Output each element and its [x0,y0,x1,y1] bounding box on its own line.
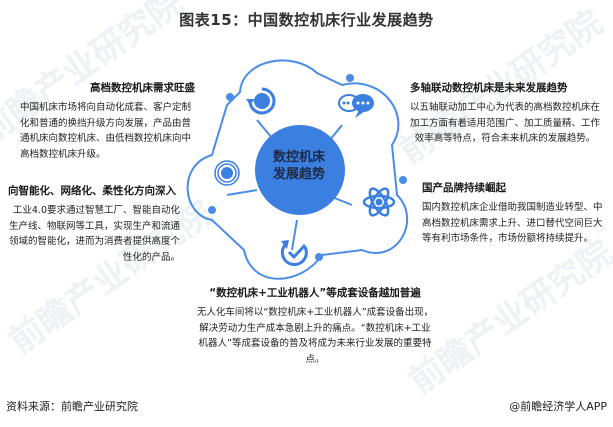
trend-heading: 多轴联动数控机床是未来发展趋势 [410,82,568,94]
trend-heading: “数控机床+工业机器人”等成套设备越加普遍 [209,287,421,299]
target-icon [214,160,240,186]
credit-note: @前瞻经济学人APP [509,400,607,413]
trend-block-multi-axis: 多轴联动数控机床是未来发展趋势 以五轴联动加工中心为代表的高档数控机床在加工方面… [410,80,600,147]
trend-diagram: 数控机床 发展趋势 [182,45,422,290]
hub-line-1: 数控机床 [272,149,325,165]
refresh-circle-icon [246,87,276,115]
page-title: 图表15：中国数控机床行业发展趋势 [179,11,434,29]
source-note: 资料来源：前瞻产业研究院 [6,400,138,413]
trend-heading: 国产品牌持续崛起 [422,182,506,194]
atom-icon [362,187,396,217]
hub-label: 数控机床 发展趋势 [179,43,419,288]
trend-block-intelligent: 向智能化、网络化、柔性化方向深入 工业4.0要求通过智慧工厂、智能自动化生产线、… [8,183,180,265]
hub-line-2: 发展趋势 [272,166,325,182]
chat-bubbles-icon [338,94,374,118]
flower-outline [186,59,408,280]
trend-body: 工业4.0要求通过智慧工厂、智能自动化生产线、物联网等工具，实现生产和流通领域的… [8,205,180,263]
trend-block-high-end-demand: 高档数控机床需求旺盛 中国机床市场将向自动化成套、客户定制化和普通的换挡升级方向… [20,80,195,162]
trend-body: 中国机床市场将向自动化成套、客户定制化和普通的换挡升级方向发展，产品由普通机床向… [20,102,192,160]
trend-body: 以五轴联动加工中心为代表的高档数控机床在加工方面有着适用范围广、加工质量精、工作… [410,102,601,144]
trend-body: 无人化车间将以“数控机床+工业机器人”成套设备出现，解决劳动力生产成本急剧上升的… [196,307,434,365]
trend-heading: 高档数控机床需求旺盛 [90,82,195,94]
trend-block-robot-sets: “数控机床+工业机器人”等成套设备越加普遍 无人化车间将以“数控机床+工业机器人… [196,285,434,367]
trend-block-domestic-brands: 国产品牌持续崛起 国内数控机床企业借助我国制造业转型、中高档数控机床需求上升、进… [422,180,604,247]
trend-heading: 向智能化、网络化、柔性化方向深入 [8,185,176,197]
trend-body: 国内数控机床企业借助我国制造业转型、中高档数控机床需求上升、进口替代空间巨大等有… [422,202,603,244]
check-cycle-icon [280,240,308,266]
